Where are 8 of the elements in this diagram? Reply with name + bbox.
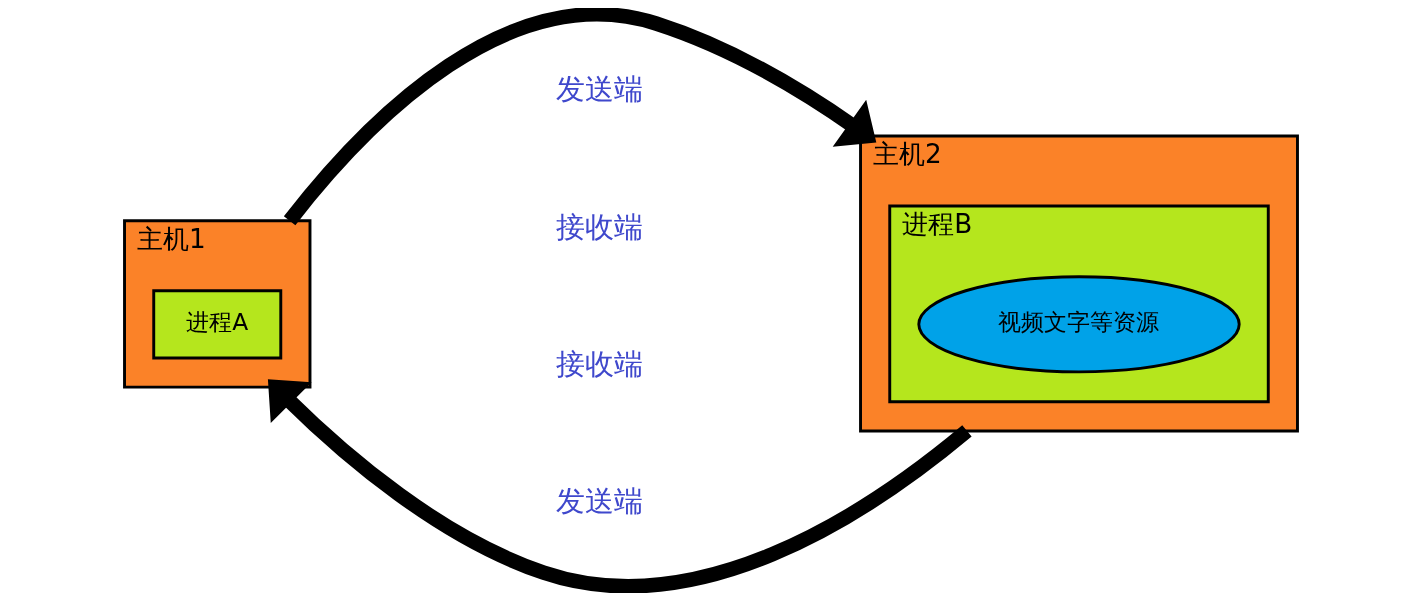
label: 接收端 bbox=[556, 209, 644, 244]
label: 发送端 bbox=[556, 484, 644, 519]
node-box: 进程A bbox=[152, 289, 283, 360]
node-ellipse: 视频文字等资源 bbox=[917, 275, 1241, 374]
arrow bbox=[267, 379, 972, 593]
label: 发送端 bbox=[556, 72, 644, 107]
label: 接收端 bbox=[556, 347, 644, 382]
arrow bbox=[283, 8, 877, 226]
